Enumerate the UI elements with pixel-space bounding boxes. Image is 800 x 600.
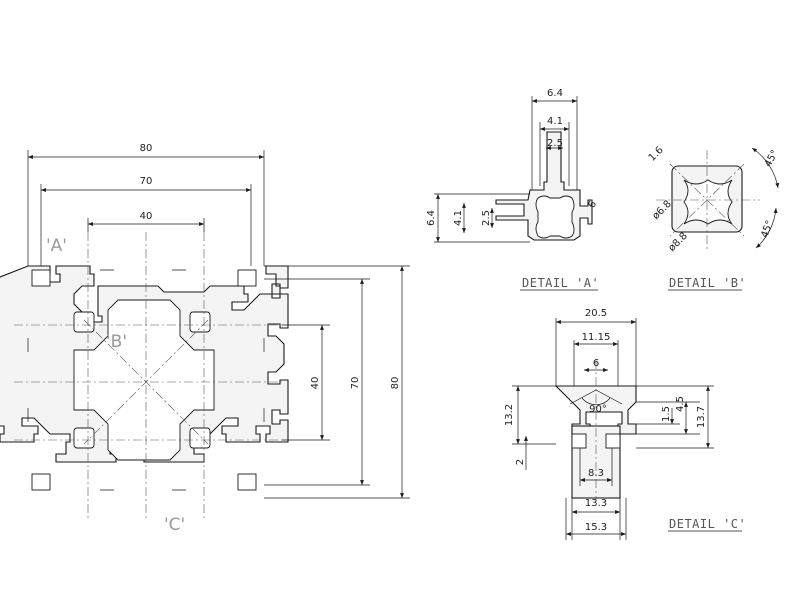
- slot-bottom-left: [31, 473, 51, 491]
- detail-c-angle: 90°: [589, 404, 607, 415]
- core-hole-4: [189, 427, 211, 449]
- detail-c-right-mid: 4.5: [675, 396, 686, 412]
- detail-b-diameter-large: ø8.8: [667, 231, 690, 254]
- detail-c-top-outer: 20.5: [585, 308, 607, 319]
- dim-width-inner: 40: [140, 211, 153, 222]
- detail-c-right-outer: 13.7: [696, 406, 707, 428]
- detail-c-left-small: 2: [515, 459, 526, 465]
- detail-a-left-inner: 2.5: [481, 210, 492, 226]
- dim-height-outer: 80: [390, 377, 401, 390]
- dim-height-mid: 70: [350, 377, 361, 390]
- detail-c-bottom-inner: 8.3: [588, 468, 604, 479]
- ref-label-b: 'B': [106, 332, 127, 352]
- detail-a-top-outer: 6.4: [547, 88, 563, 99]
- detail-b-diameter-small: ø6.8: [651, 199, 674, 222]
- detail-a-top-mid: 4.1: [547, 116, 563, 127]
- detail-a-caption: DETAIL 'A': [522, 276, 599, 290]
- detail-c-bottom-outer: 15.3: [585, 522, 607, 533]
- detail-c-caption: DETAIL 'C': [669, 517, 746, 531]
- main-profile-view: 80 70 40 40 70 80 'A' 'B' 'C': [0, 143, 410, 535]
- detail-c-bottom-mid: 13.3: [585, 498, 607, 509]
- detail-a-left-outer: 6.4: [426, 210, 437, 226]
- ref-label-c: 'C': [164, 515, 185, 535]
- slot-top-right: [237, 269, 257, 287]
- detail-b: 1.6 ø6.8 ø8.8 45° 45° DETAIL 'B': [647, 145, 781, 291]
- detail-b-edge: 1.6: [647, 145, 666, 164]
- detail-c-right-small: 1.5: [661, 406, 672, 422]
- detail-b-caption: DETAIL 'B': [669, 276, 746, 290]
- dim-width-outer: 80: [140, 143, 153, 154]
- detail-b-angle-top: 45°: [763, 148, 781, 169]
- detail-c-top-mid: 11.15: [582, 332, 611, 343]
- dim-width-mid: 70: [140, 176, 153, 187]
- dim-height-inner: 40: [310, 377, 321, 390]
- detail-c-left-height: 13.2: [504, 404, 515, 426]
- core-hole-3: [73, 427, 95, 449]
- detail-a-top-inner: 2.5: [547, 138, 563, 149]
- ref-label-a: 'A': [46, 236, 67, 256]
- slot-top-left: [31, 269, 51, 287]
- detail-a-side: 6: [586, 199, 599, 210]
- detail-a-left-mid: 4.1: [453, 210, 464, 226]
- core-hole-2: [189, 311, 211, 333]
- central-cavity: [73, 299, 215, 461]
- detail-c-top-inner: 6: [593, 358, 599, 369]
- detail-c: 20.5 11.15 6 90° 13.2 2 1.5 4.5 13.7 8.3…: [504, 308, 746, 540]
- core-hole-1: [73, 311, 95, 333]
- slot-bottom-right: [237, 473, 257, 491]
- detail-a: 6.4 4.1 2.5 6.4 4.1 2.5 6 DETAIL 'A': [426, 88, 599, 291]
- detail-b-angle-bottom: 45°: [759, 219, 775, 239]
